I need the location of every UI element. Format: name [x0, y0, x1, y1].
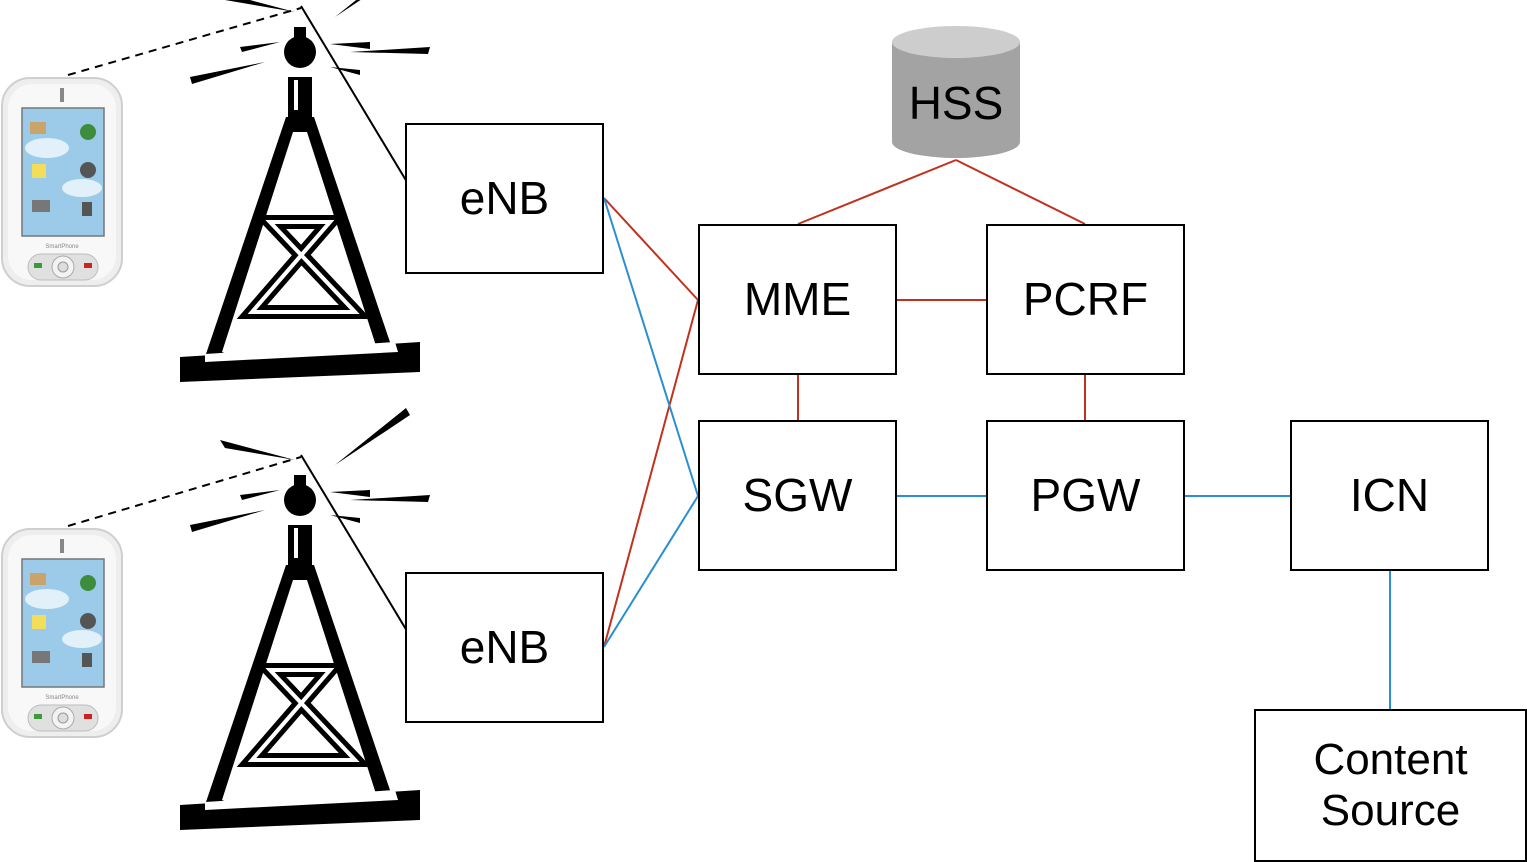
sgw-node: SGW — [698, 420, 897, 571]
cell-tower-icon — [180, 0, 430, 382]
cell-tower-icon — [180, 408, 430, 830]
smartphone-icon — [1, 77, 123, 287]
control-links — [603, 159, 1086, 648]
node-label: eNB — [459, 621, 550, 674]
pcrf-node: PCRF — [986, 224, 1185, 375]
hss-label: HSS — [908, 77, 1004, 129]
link-enb1-sgw — [603, 197, 699, 497]
link-enb1-mme — [603, 197, 699, 301]
node-label: ICN — [1349, 469, 1430, 522]
content-source-node: Content Source — [1254, 709, 1527, 862]
link-enb2-mme — [603, 299, 699, 648]
node-label: Content Source — [1313, 734, 1468, 835]
enb-node-top: eNB — [405, 123, 604, 274]
node-label: MME — [743, 273, 852, 326]
mme-node: MME — [698, 224, 897, 375]
hss-database-icon — [892, 26, 1020, 158]
data-links — [603, 197, 1391, 709]
node-label: eNB — [459, 172, 550, 225]
node-label: SGW — [742, 469, 853, 522]
pgw-node: PGW — [986, 420, 1185, 571]
enb-node-bottom: eNB — [405, 572, 604, 723]
icn-node: ICN — [1290, 420, 1489, 571]
link-enb2-sgw — [603, 495, 699, 648]
node-label: PCRF — [1022, 273, 1149, 326]
smartphone-icon — [1, 528, 123, 738]
link-hss-pcrf — [955, 159, 1086, 225]
radio-links — [67, 5, 414, 642]
node-label: PGW — [1030, 469, 1141, 522]
link-hss-mme — [797, 159, 957, 225]
